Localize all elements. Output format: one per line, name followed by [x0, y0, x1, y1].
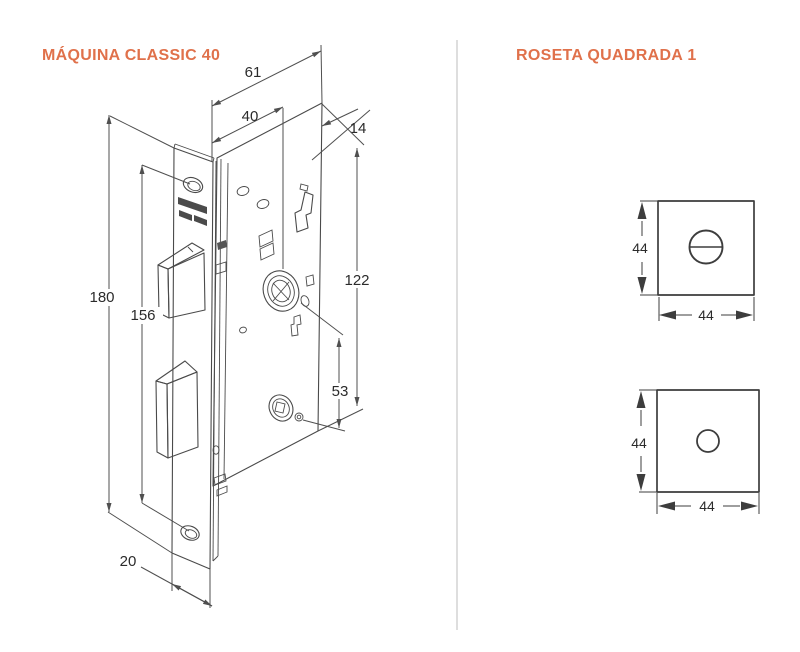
- body-hole: [256, 199, 270, 209]
- dim-hub-to-cylinder: 53: [300, 302, 353, 432]
- strip-hole: [212, 445, 220, 455]
- strip-cutout: [216, 485, 228, 497]
- svg-text:61: 61: [245, 64, 262, 81]
- spindle-hub-hole: [262, 270, 300, 312]
- right-panel-title: ROSETA QUADRADA 1: [516, 47, 697, 64]
- lock-body-details: [236, 183, 315, 422]
- svg-text:20: 20: [120, 553, 137, 570]
- mortise-lock-drawing: 180 156 61 40: [84, 44, 379, 608]
- svg-text:44: 44: [699, 498, 715, 514]
- lever-cutout: [290, 314, 302, 337]
- brand-logo-stamp: [178, 197, 207, 226]
- small-cutout: [259, 242, 275, 261]
- svg-text:40: 40: [242, 108, 259, 125]
- dim-body-height: 122: [317, 103, 379, 432]
- dim-rosette2-height: [636, 389, 657, 493]
- body-hole: [236, 186, 250, 196]
- svg-text:44: 44: [631, 435, 647, 451]
- svg-text:44: 44: [698, 307, 714, 323]
- rosette-plain: 44 44: [631, 389, 760, 514]
- cylinder-hole: [268, 394, 294, 422]
- thumbturn-hole: [688, 229, 724, 265]
- rosette-plain-hole: [696, 429, 720, 453]
- svg-text:53: 53: [332, 383, 349, 400]
- strip-cutout: [215, 261, 227, 275]
- dim-rosette1-height: [637, 200, 658, 296]
- lock-dimension-annotations: 180 156 61 40: [84, 44, 379, 608]
- svg-text:180: 180: [89, 289, 114, 306]
- small-hole: [296, 414, 302, 420]
- dim-faceplate-thickness: 14: [311, 108, 371, 161]
- small-cutout: [305, 274, 315, 287]
- lock-body-fold-line: [223, 162, 229, 480]
- svg-text:122: 122: [344, 272, 369, 289]
- dim-faceplate-width: 20: [120, 553, 213, 608]
- lock-body-plate: [212, 102, 323, 487]
- left-panel-title: MÁQUINA CLASSIC 40: [42, 45, 220, 64]
- screw-hole-bottom: [180, 525, 200, 541]
- lock-case-side-strip: [212, 158, 228, 562]
- svg-text:14: 14: [350, 120, 367, 137]
- dim-backset: 40: [211, 106, 284, 269]
- small-cutout: [258, 229, 274, 248]
- deadbolt: [155, 360, 199, 459]
- strip-cutout: [213, 473, 227, 486]
- svg-text:156: 156: [130, 307, 155, 324]
- rosette-diagrams: 44 44 44: [631, 200, 760, 514]
- dim-rosette2-width: [656, 493, 760, 514]
- small-hole: [239, 326, 247, 334]
- dim-screw-hole-spacing: 156: [124, 164, 191, 532]
- latch-bolt: [157, 242, 206, 319]
- strip-cutout: [217, 240, 227, 250]
- dim-faceplate-height: 180: [84, 115, 175, 554]
- dim-rosette1-width: [658, 297, 755, 321]
- small-hole: [300, 295, 310, 307]
- svg-text:44: 44: [632, 240, 648, 256]
- rosette-thumbturn-plate: [657, 200, 755, 296]
- small-cutout: [299, 183, 309, 192]
- keyway-cutout: [294, 191, 314, 233]
- rosette-plain-plate: [656, 389, 760, 493]
- small-hole: [294, 412, 304, 422]
- rosette-thumbturn: 44 44: [632, 200, 755, 323]
